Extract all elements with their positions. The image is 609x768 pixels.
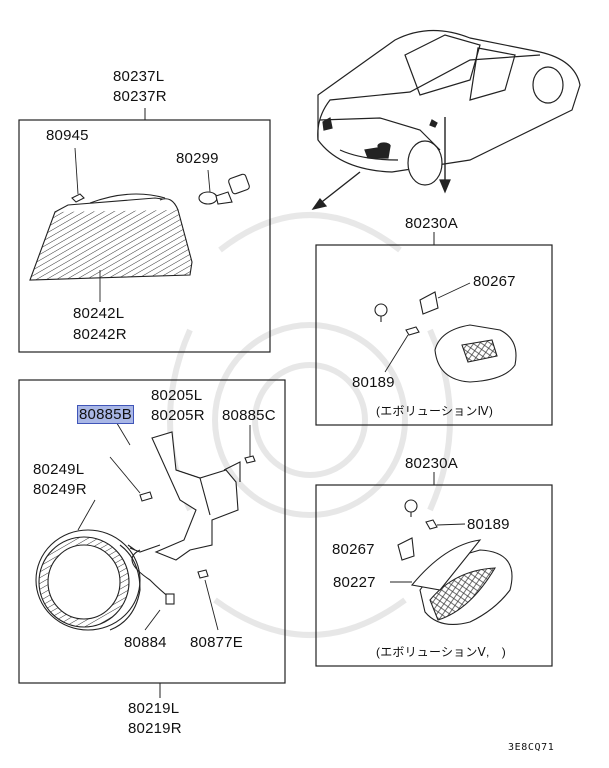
part-label-80249l[interactable]: 80249L — [33, 461, 85, 478]
part-label-80249r[interactable]: 80249R — [33, 481, 87, 498]
side-marker-evo5 — [390, 499, 513, 625]
variant-note-evo5: (エボリューションⅤ, ) — [376, 645, 506, 659]
part-label-80877e[interactable]: 80877E — [190, 634, 243, 651]
group-frame-bottom-left — [18, 379, 286, 684]
diagram-code: 3E8CQ71 — [508, 742, 555, 753]
part-label-80299[interactable]: 80299 — [176, 150, 219, 167]
headlamp-assembly — [35, 419, 256, 631]
part-label-80205l[interactable]: 80205L — [151, 387, 203, 404]
part-label-80242r[interactable]: 80242R — [73, 326, 127, 343]
car-illustration — [311, 29, 581, 210]
part-label-80189-bottom[interactable]: 80189 — [467, 516, 510, 533]
part-label-80230a-top[interactable]: 80230A — [405, 215, 458, 232]
part-label-80945[interactable]: 80945 — [46, 127, 89, 144]
part-label-80219l[interactable]: 80219L — [128, 700, 180, 717]
part-label-80205r[interactable]: 80205R — [151, 407, 205, 424]
part-label-80242l[interactable]: 80242L — [73, 305, 125, 322]
part-label-80189-top[interactable]: 80189 — [352, 374, 395, 391]
part-label-80267-bottom[interactable]: 80267 — [332, 541, 375, 558]
part-label-80885b-highlighted[interactable]: 80885B — [77, 405, 134, 424]
part-label-80237r[interactable]: 80237R — [113, 88, 167, 105]
part-label-80884[interactable]: 80884 — [124, 634, 167, 651]
corner-lamp-assembly — [29, 147, 250, 302]
part-label-80267-top[interactable]: 80267 — [473, 273, 516, 290]
side-marker-evo4 — [374, 282, 517, 383]
part-label-80227[interactable]: 80227 — [333, 574, 376, 591]
watermark-emblem — [167, 212, 453, 638]
part-label-80230a-bottom[interactable]: 80230A — [405, 455, 458, 472]
part-label-80885c[interactable]: 80885C — [222, 407, 276, 424]
part-label-80237l[interactable]: 80237L — [113, 68, 165, 85]
variant-note-evo4: (エボリューションⅣ) — [376, 404, 494, 418]
part-label-80219r[interactable]: 80219R — [128, 720, 182, 737]
